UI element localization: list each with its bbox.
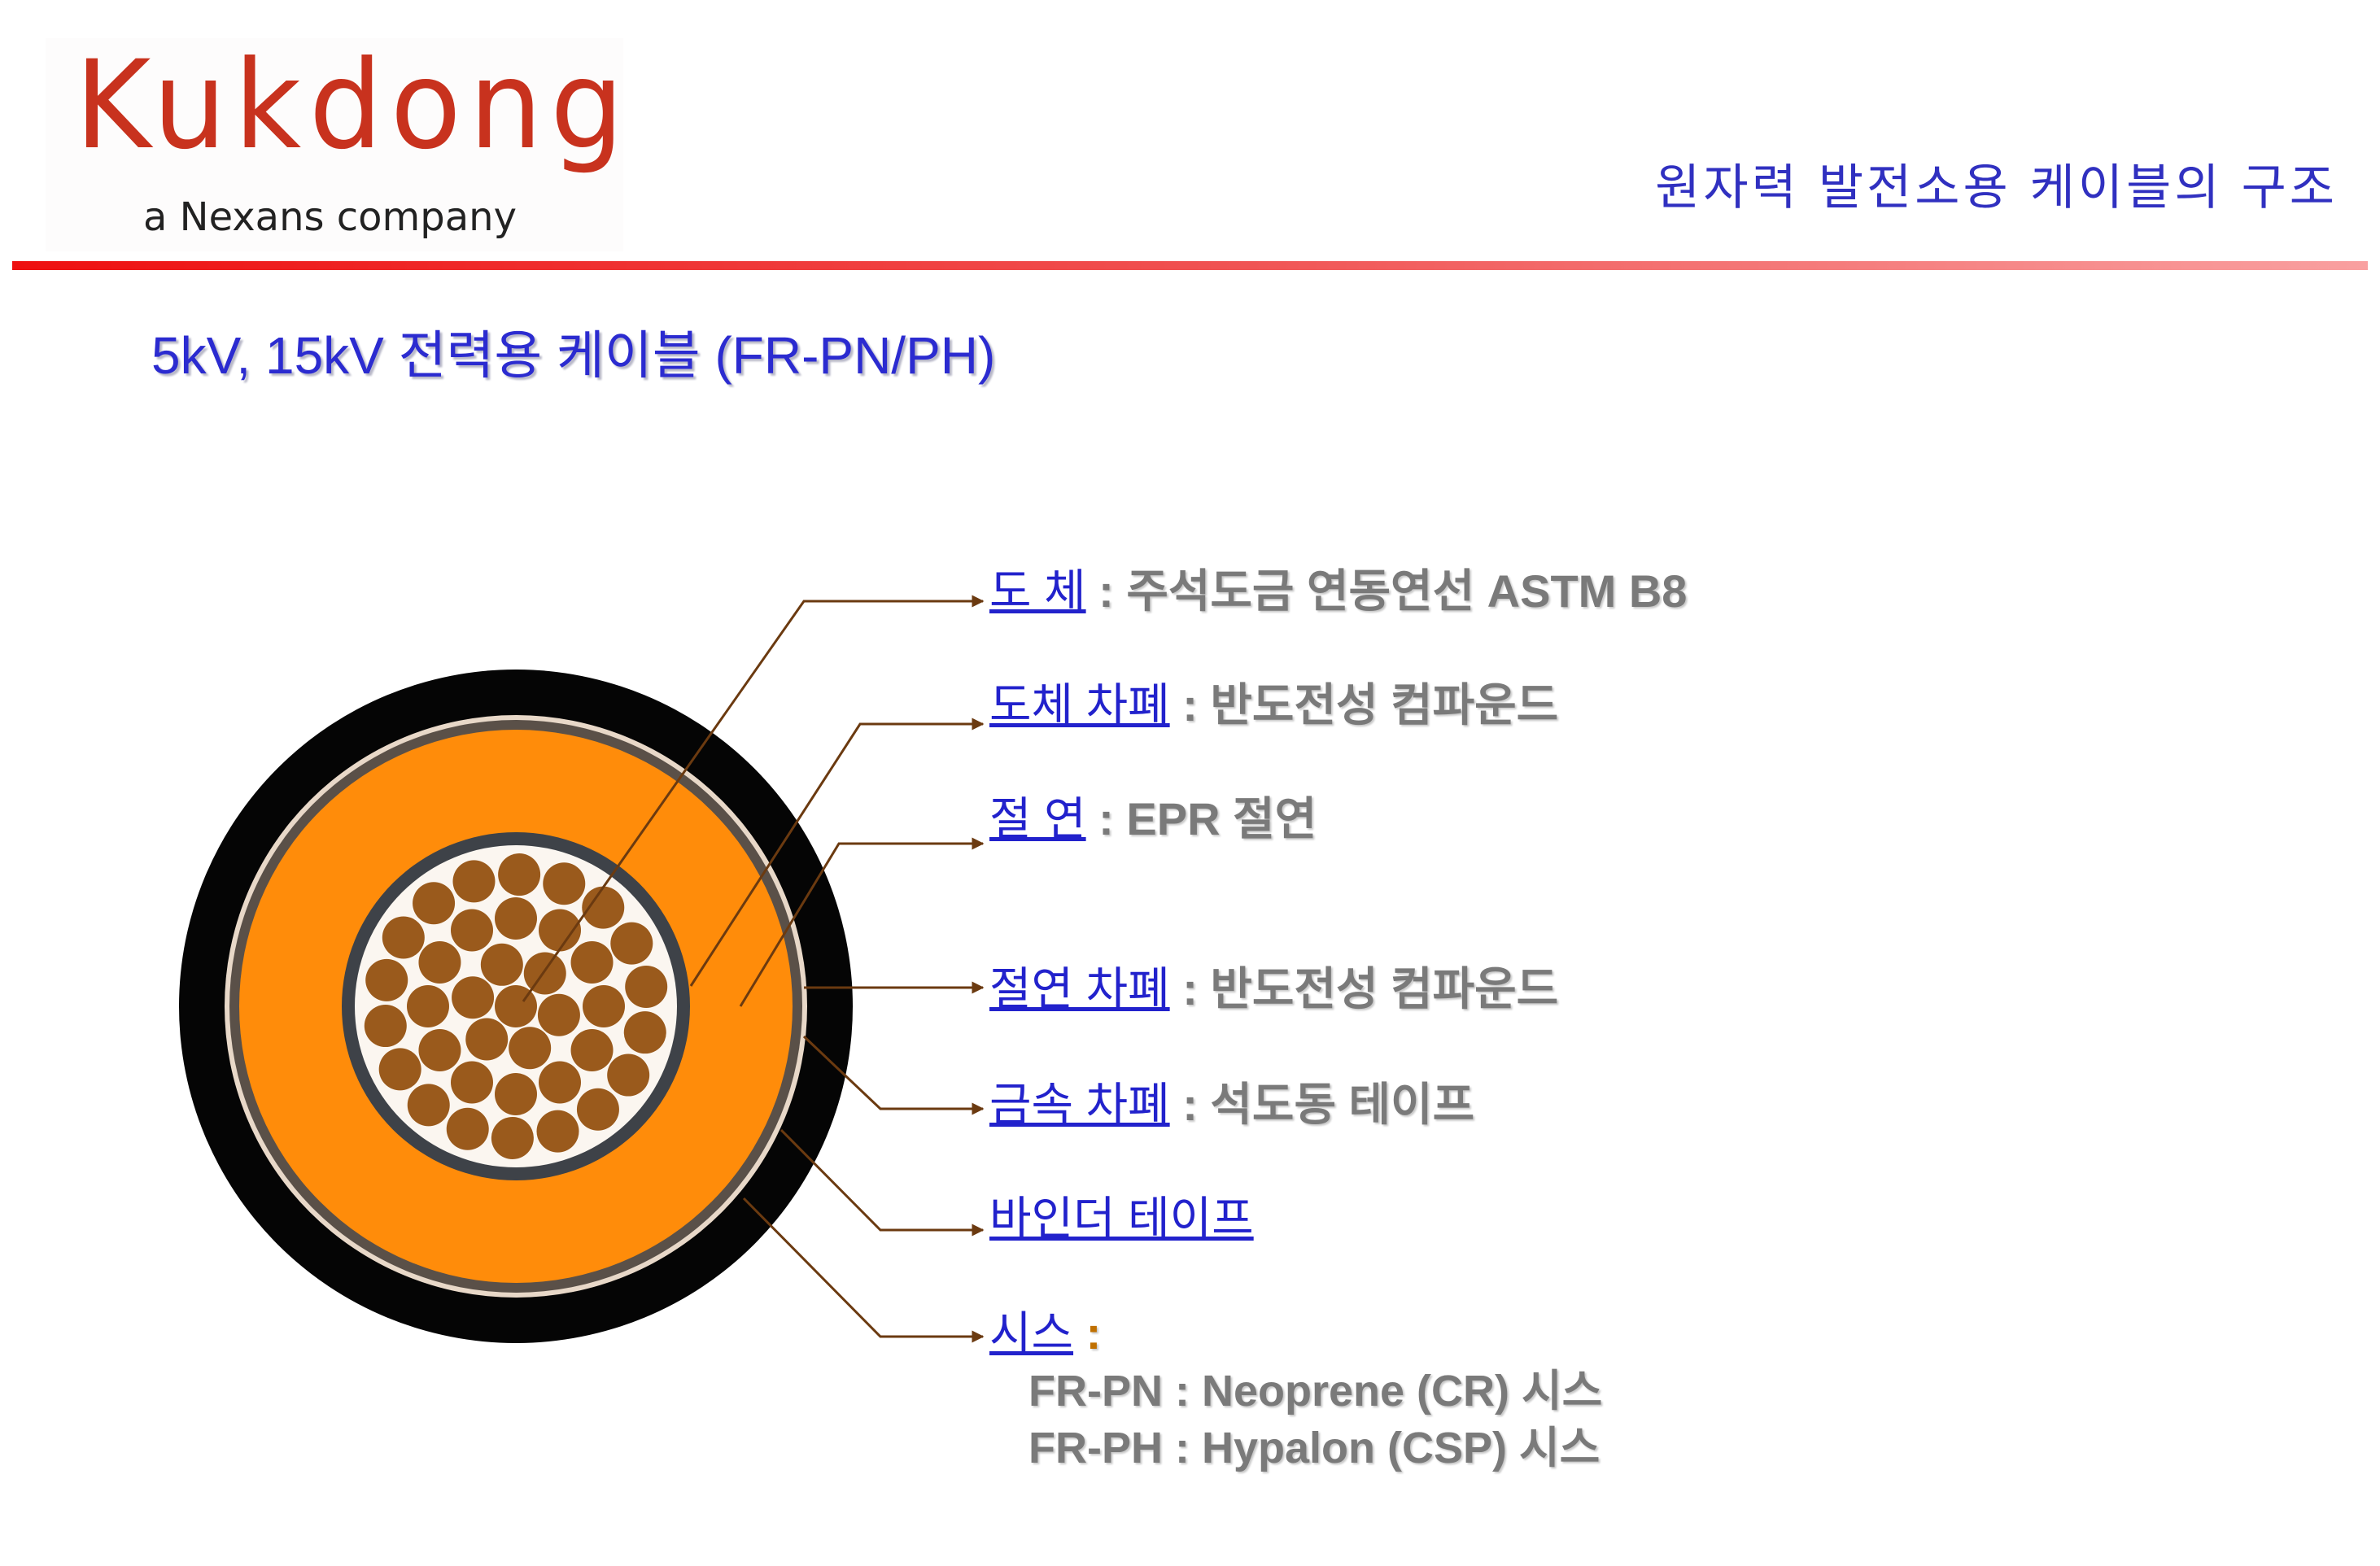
- conductor-strand: [537, 993, 580, 1036]
- label-insulation-shield: 절연 차폐 : 반도전성 컴파운드: [989, 963, 1559, 1014]
- label-insulation: 절 연 : EPR 절연: [989, 793, 1317, 844]
- header-divider: [12, 261, 2368, 270]
- conductor-strand: [543, 862, 586, 905]
- conductor-strand: [413, 882, 456, 925]
- conductor-strand: [539, 1061, 581, 1104]
- leader-line-metallic-shield: [802, 1035, 985, 1115]
- logo-tagline: a Nexans company: [143, 194, 517, 240]
- conductor-strand: [570, 941, 614, 984]
- conductor-strand: [536, 1110, 579, 1153]
- insulation-shield-link[interactable]: 절연 차폐: [989, 963, 1170, 1014]
- conductor-strand: [382, 916, 425, 959]
- conductor-strand: [480, 943, 523, 986]
- conductor-strand: [364, 1005, 407, 1048]
- company-logo: Kukdong a Nexans company: [46, 38, 624, 251]
- sheath-link[interactable]: 시스: [989, 1307, 1074, 1359]
- conductor-strand: [365, 958, 408, 1001]
- label-conductor: 도 체 : 주석도금 연동연선 ASTM B8: [989, 565, 1688, 617]
- sheath-type-fr-pn: FR-PN : Neoprene (CR) 시스: [1028, 1367, 1603, 1416]
- sheath-type-fr-ph: FR-PH : Hypalon (CSP) 시스: [1028, 1424, 1600, 1472]
- conductor-strand: [451, 1061, 493, 1104]
- slide-title: 5kV, 15kV 전력용 케이블 (FR-PN/PH): [151, 326, 996, 385]
- conductor-strand: [570, 1029, 614, 1071]
- conductor-strand: [576, 1088, 619, 1131]
- conductor-strand: [610, 922, 653, 965]
- conductor-strands: [364, 853, 668, 1159]
- conductor-strand: [523, 952, 566, 995]
- logo-brand: Kukdong: [75, 35, 632, 177]
- leader-line-conductor-shield: [689, 718, 985, 987]
- conductor-shield-link[interactable]: 도체 차폐: [989, 679, 1170, 731]
- conductor-strand: [582, 886, 625, 929]
- conductor-strand: [378, 1048, 421, 1091]
- label-metallic-shield: 금속 차폐 : 석도동 테이프: [989, 1079, 1475, 1130]
- conductor-strand: [509, 1027, 552, 1070]
- conductor-strand: [446, 1107, 489, 1150]
- conductor-strand: [491, 1116, 534, 1159]
- conductor-strand: [407, 985, 449, 1027]
- conductor-strand: [495, 1073, 537, 1115]
- label-conductor-shield: 도체 차폐 : 반도전성 컴파운드: [989, 679, 1559, 731]
- leader-line-binder-tape: [780, 1128, 985, 1237]
- leader-lines: [522, 595, 985, 1343]
- page-header-title: 원자력 발전소용 케이블의 구조: [1655, 159, 2338, 216]
- metallic-shield-link[interactable]: 금속 차폐: [989, 1079, 1170, 1130]
- leader-line-insulation: [739, 837, 985, 1007]
- conductor-strand: [623, 1011, 666, 1054]
- conductor-strand: [607, 1053, 650, 1097]
- conductor-strand: [418, 941, 461, 984]
- conductor-strand: [583, 985, 625, 1027]
- conductor-strand: [452, 860, 496, 903]
- conductor-link[interactable]: 도 체: [989, 565, 1086, 617]
- conductor-strand: [539, 909, 581, 952]
- conductor-strand: [495, 897, 537, 940]
- conductor-strand: [452, 976, 495, 1019]
- binder-tape-link[interactable]: 바인더 테이프: [989, 1193, 1254, 1244]
- insulation-link[interactable]: 절 연: [989, 793, 1086, 844]
- conductor-strand: [418, 1029, 461, 1071]
- label-sheath: 시스 :: [989, 1307, 1102, 1359]
- conductor-strand: [465, 1018, 509, 1061]
- conductor-strand: [625, 965, 668, 1008]
- leader-line-conductor: [522, 595, 985, 1002]
- conductor-strand: [498, 853, 541, 896]
- conductor-strand: [407, 1084, 450, 1127]
- leader-line-sheath: [742, 1197, 985, 1343]
- conductor-strand: [451, 909, 493, 952]
- label-binder-tape: 바인더 테이프: [989, 1196, 1254, 1241]
